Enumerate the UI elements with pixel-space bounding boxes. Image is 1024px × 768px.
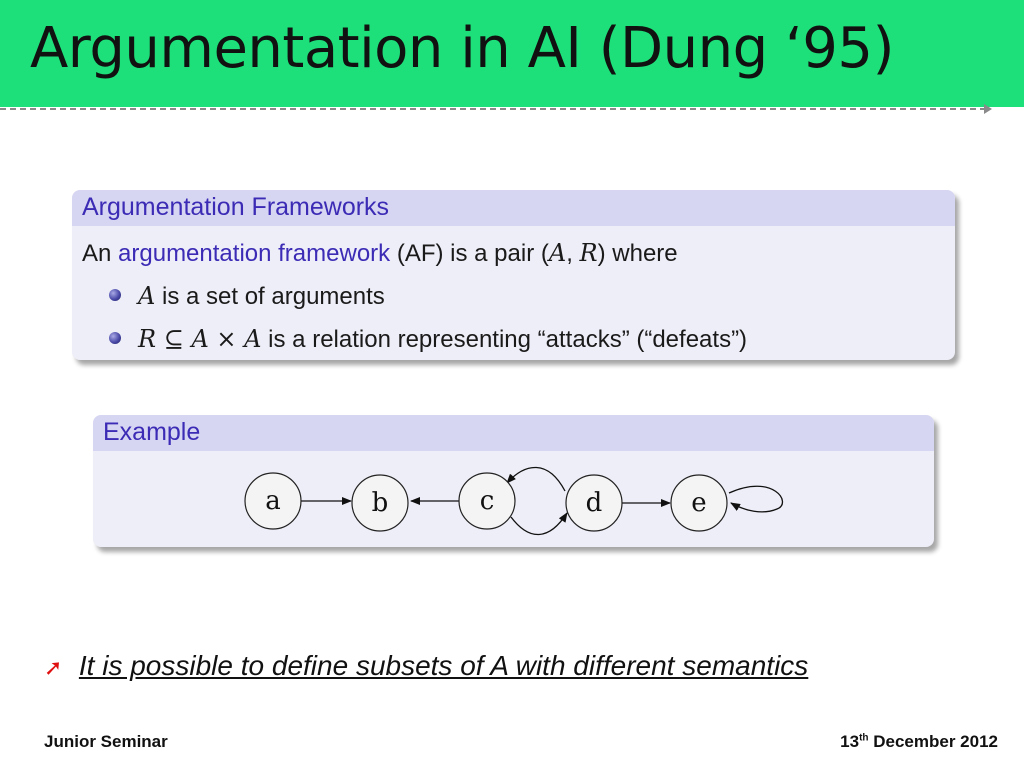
definition-var-r: R [579,239,598,267]
definition-var-a: A [548,239,567,267]
remark: ➚ It is possible to define subsets of A … [44,650,808,682]
node-a [244,472,302,530]
bullet2-text: is a relation representing “attacks” (“d… [261,326,748,353]
example-block: Example a b c d e [93,415,934,547]
definition-suffix: ) where [597,240,678,267]
edge-d-c [506,466,566,492]
graph-edges [301,466,783,536]
bullet-relation: R ⊆ A × A is a relation representing “at… [82,318,945,360]
divider-arrow-icon [984,104,992,114]
edge-e-e [728,485,783,513]
bullet2-times: × [208,325,245,353]
red-arrow-icon: ➚ [44,655,63,680]
definition-prefix: An [82,240,112,267]
definition-line: An argumentation framework (AF) is a pai… [82,232,945,275]
node-c [458,472,516,530]
edge-c-d [510,512,568,536]
bullet2-subseteq: ⊆ [156,325,192,353]
node-b-label: b [372,488,389,518]
definition-block-heading: Argumentation Frameworks [72,190,955,226]
title-bar: Argumentation in AI (Dung ‘95) [0,0,1024,107]
node-e-label: e [691,488,706,518]
definition-comma: , [566,240,580,267]
node-b [351,474,409,532]
node-c-label: c [480,486,495,516]
bullet-ball-icon [109,289,121,301]
definition-term: argumentation framework [118,240,391,267]
definition-block-body: An argumentation framework (AF) is a pai… [72,226,955,360]
footer-date: 13th December 2012 [840,732,998,752]
footer-event: Junior Seminar [44,732,168,751]
node-d-label: d [586,488,603,518]
bullet-ball-icon [109,332,121,344]
bullet1-text: is a set of arguments [155,283,385,310]
bullet2-var-a2: A [244,325,262,353]
bullet1-var: A [138,282,156,310]
bullet2-var-r: R [138,325,157,353]
footer-date-day: 13 [840,732,860,751]
bullet-arguments: A is a set of arguments [82,275,945,318]
node-e [670,474,728,532]
footer-date-suffix: th [859,732,869,744]
example-block-heading: Example [93,415,934,451]
graph-nodes: a b c d e [244,472,728,532]
attack-graph: a b c d e [244,466,783,536]
title-divider [0,108,986,110]
definition-mid: (AF) is a pair ( [396,240,549,267]
node-d [565,474,623,532]
slide-title: Argumentation in AI (Dung ‘95) [30,16,894,81]
bullet2-var-a1: A [191,325,209,353]
node-a-label: a [265,486,281,516]
footer-date-rest: December 2012 [868,732,998,751]
remark-text: It is possible to define subsets of A wi… [78,650,809,681]
definition-block: Argumentation Frameworks An argumentatio… [72,190,955,360]
